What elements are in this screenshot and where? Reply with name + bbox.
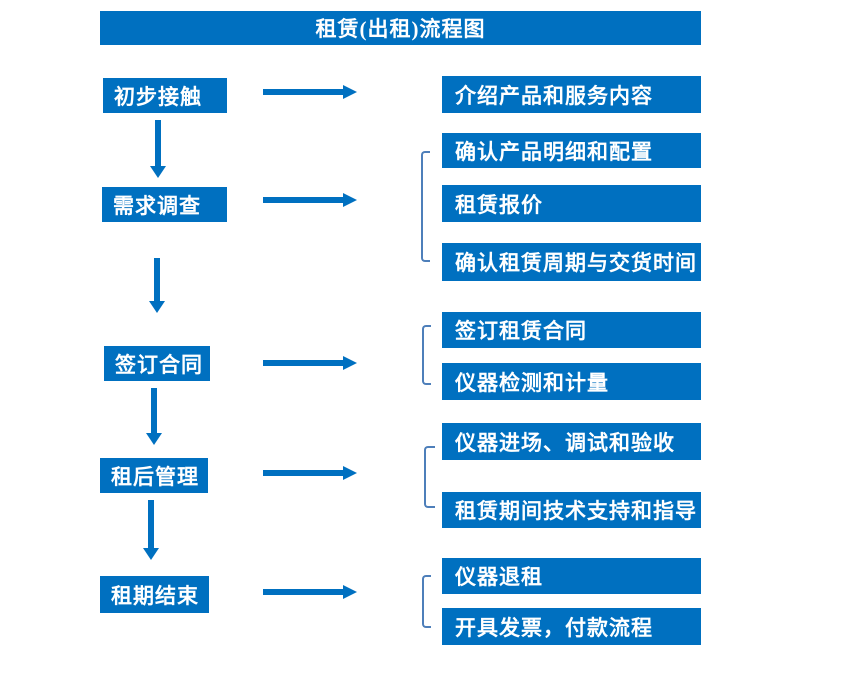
arrow-head: [150, 166, 166, 178]
detail-label: 确认产品明细和配置: [455, 139, 653, 164]
detail-box-instrument-setup-acceptance: 仪器进场、调试和验收: [442, 423, 701, 460]
arrow-shaft: [263, 360, 345, 366]
arrow-right-step2-icon: [263, 193, 357, 207]
arrow-shaft: [155, 120, 161, 167]
arrow-shaft: [263, 89, 345, 95]
arrow-shaft: [148, 500, 154, 549]
detail-box-instrument-inspection: 仪器检测和计量: [442, 363, 701, 400]
detail-box-confirm-rental-period: 确认租赁周期与交货时间: [442, 243, 701, 281]
bracket-step4-details: [424, 446, 435, 508]
arrow-down-step3-step4-icon: [146, 388, 162, 445]
arrow-head: [149, 301, 165, 313]
detail-label: 仪器进场、调试和验收: [455, 430, 675, 455]
step-label-post-rental-management: 租后管理: [111, 464, 199, 489]
arrow-down-step2-step3-icon: [149, 258, 165, 313]
arrow-down-step4-step5-icon: [143, 500, 159, 560]
arrow-shaft: [263, 470, 345, 476]
arrow-shaft: [263, 589, 345, 595]
step-box-initial-contact: 初步接触: [103, 78, 227, 113]
arrow-right-step4-icon: [263, 466, 357, 480]
arrow-head: [343, 585, 357, 599]
step-label-initial-contact: 初步接触: [114, 84, 202, 109]
step-box-rental-end: 租期结束: [100, 576, 209, 613]
arrow-right-step3-icon: [263, 356, 357, 370]
bracket-step2-details: [421, 151, 430, 262]
arrow-right-step1-icon: [263, 85, 357, 99]
arrow-shaft: [151, 388, 157, 434]
step-label-rental-end: 租期结束: [111, 583, 199, 608]
step-box-post-rental-management: 租后管理: [100, 458, 208, 493]
step-box-demand-survey: 需求调查: [102, 187, 227, 222]
detail-label: 开具发票，付款流程: [455, 615, 653, 640]
detail-label: 仪器退租: [455, 565, 543, 589]
arrow-head: [343, 193, 357, 207]
arrow-right-step5-icon: [263, 585, 357, 599]
detail-label: 租赁报价: [455, 192, 543, 217]
step-label-demand-survey: 需求调查: [113, 193, 201, 218]
detail-label: 确认租赁周期与交货时间: [455, 251, 697, 275]
detail-box-instrument-return: 仪器退租: [442, 558, 701, 594]
arrow-head: [143, 548, 159, 560]
detail-label: 租赁期间技术支持和指导: [455, 499, 697, 523]
arrow-down-step1-step2-icon: [150, 120, 166, 178]
arrow-shaft: [263, 197, 345, 203]
detail-label: 仪器检测和计量: [455, 370, 609, 395]
step-box-sign-contract: 签订合同: [104, 346, 210, 381]
bracket-step5-details: [422, 575, 431, 628]
arrow-head: [343, 356, 357, 370]
detail-box-technical-support: 租赁期间技术支持和指导: [442, 492, 701, 528]
detail-box-introduce-products: 介绍产品和服务内容: [442, 76, 701, 113]
arrow-head: [146, 433, 162, 445]
detail-label: 签订租赁合同: [455, 319, 587, 343]
arrow-shaft: [154, 258, 160, 302]
detail-label: 介绍产品和服务内容: [455, 83, 653, 108]
detail-box-invoice-payment: 开具发票，付款流程: [442, 608, 701, 645]
flowchart-title: 租赁(出租)流程图: [315, 17, 486, 41]
step-label-sign-contract: 签订合同: [115, 352, 203, 377]
detail-box-confirm-product-details: 确认产品明细和配置: [442, 133, 701, 168]
arrow-head: [343, 466, 357, 480]
bracket-step3-details: [422, 325, 431, 385]
detail-box-sign-rental-contract: 签订租赁合同: [442, 312, 701, 348]
arrow-head: [343, 85, 357, 99]
detail-box-rental-quotation: 租赁报价: [442, 185, 701, 222]
flowchart-title-bar: 租赁(出租)流程图: [100, 11, 701, 45]
